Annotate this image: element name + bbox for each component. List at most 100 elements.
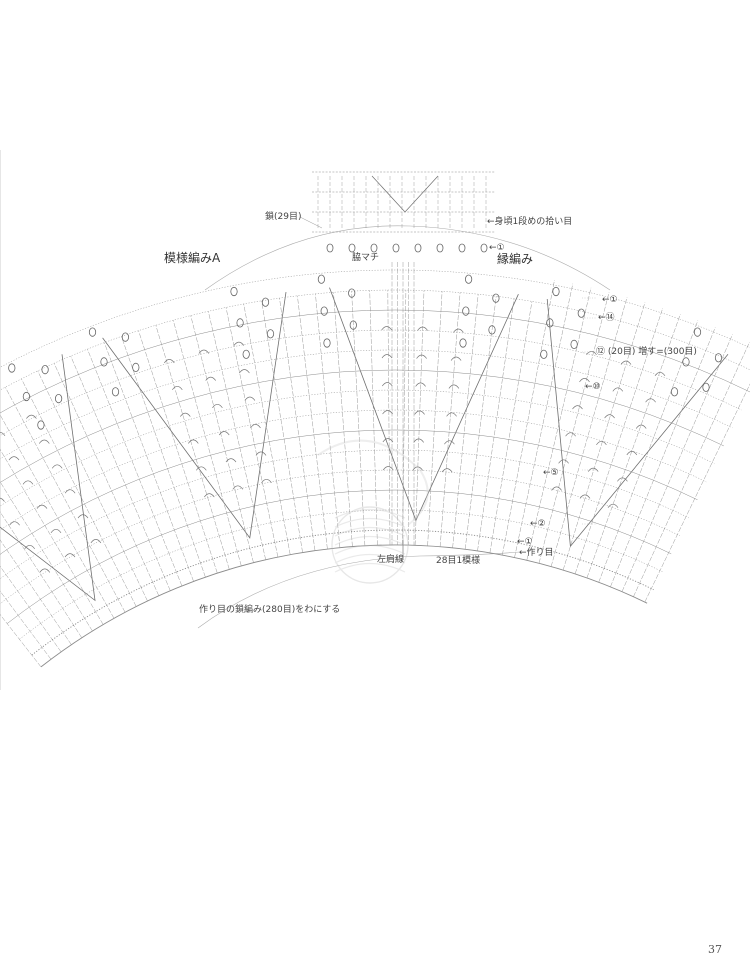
stitch-column [0, 414, 115, 619]
picot-loop [8, 363, 16, 373]
stitch-column [526, 287, 592, 561]
pattern-a-label: 模様編みA [164, 251, 221, 265]
picot-loop [261, 297, 270, 307]
arch-stitch [417, 326, 428, 331]
picot-loop [323, 338, 331, 348]
stitch-column [121, 336, 206, 578]
foundation-curve [197, 551, 521, 629]
yoke-picot [348, 243, 356, 253]
stitch-column [644, 383, 750, 603]
arch-stitch [196, 466, 207, 471]
round-row-1 [40, 544, 648, 668]
picot-loop [317, 274, 325, 284]
picot-loop [552, 286, 560, 297]
stitch-column [562, 302, 646, 571]
picot-loop [693, 327, 702, 337]
picot-loop [577, 308, 585, 318]
pineapple-outline-1 [0, 354, 96, 602]
stitch-column [502, 279, 555, 556]
round-row-5 [0, 469, 681, 605]
stitch-column [279, 298, 316, 551]
stitch-column [53, 363, 160, 596]
arch-stitch [50, 528, 62, 534]
arch-stitch [51, 464, 63, 469]
arch-stitch [26, 414, 37, 419]
stitch-column [190, 315, 254, 563]
arch-stitch [24, 544, 35, 550]
stitch-column [610, 327, 716, 587]
picot-loop [54, 393, 63, 404]
stitch-column [243, 303, 291, 555]
round-row-9 [0, 389, 716, 507]
picot-loop [100, 357, 108, 367]
page-edge-line [0, 150, 1, 690]
round-row-10 [0, 369, 724, 483]
gusset-label: 脇マチ [352, 253, 380, 263]
yoke-picot [458, 243, 466, 253]
arch-stitch [450, 356, 462, 361]
arch-stitch [64, 489, 76, 494]
stitch-column [574, 307, 664, 574]
picot-loop [492, 293, 500, 303]
round-row-8 [0, 409, 707, 531]
yarn-ball-tail [317, 439, 429, 526]
stitch-column [70, 355, 171, 591]
arch-stitch [244, 396, 256, 401]
stitch-column [633, 341, 750, 597]
arch-stitch [444, 440, 455, 445]
stitch-column [0, 565, 62, 653]
arch-stitch [9, 521, 20, 526]
stitch-column [489, 301, 533, 553]
chain-rows [0, 171, 750, 668]
arch-stitch [382, 410, 393, 415]
stitch-column [208, 311, 266, 560]
picot-loop [132, 362, 140, 372]
yarn-ball-strand [334, 563, 406, 573]
picot-loop [714, 353, 723, 363]
arch-stitch [381, 354, 393, 359]
row-10-label: ←⑩ [585, 382, 601, 392]
arch-stitch [587, 467, 599, 472]
stitch-column [514, 283, 574, 558]
pineapple-outline-2 [102, 292, 287, 539]
arch-stitch [39, 568, 51, 573]
picot-loop [121, 332, 130, 342]
stitch-column [37, 370, 148, 602]
arch-stitch [233, 341, 245, 346]
arch-stitch [381, 326, 392, 331]
picot-loop [670, 387, 679, 397]
arch-stitch [225, 458, 237, 463]
yoke-fan [371, 175, 439, 213]
stitch-column [586, 313, 681, 579]
stitch-column [261, 300, 303, 553]
repeat-label: 28目1模様 [436, 556, 481, 566]
arch-stitch [645, 398, 656, 403]
arch-stitch [414, 410, 425, 415]
yarn-ball-strand [334, 509, 406, 519]
round-row-7 [0, 429, 698, 555]
guide-lines [0, 175, 729, 629]
yoke-curve [204, 225, 611, 291]
stitch-column [369, 290, 378, 546]
stitch-column [104, 342, 194, 582]
stitch-column [333, 292, 353, 547]
yarn-ball-logo [317, 439, 429, 584]
yarn-ball-strand [334, 518, 406, 528]
stitch-column [87, 349, 183, 586]
stitch-column [538, 292, 610, 564]
row-1-top-label: ←① [489, 243, 505, 253]
stitch-column [0, 448, 104, 625]
arch-stitch [620, 360, 632, 365]
stitch-column [0, 481, 93, 632]
arch-stitch [90, 539, 102, 544]
pineapple-outline-3 [329, 287, 519, 522]
picot-loop [459, 338, 467, 348]
picot-loops [8, 243, 723, 430]
stitch-column [0, 590, 52, 660]
arch-stitch [572, 405, 583, 410]
picot-loop [702, 382, 710, 392]
stitch-column [439, 292, 461, 547]
picot-loop [230, 286, 238, 297]
arch-stitch [239, 369, 250, 374]
picot-loop [682, 357, 690, 367]
